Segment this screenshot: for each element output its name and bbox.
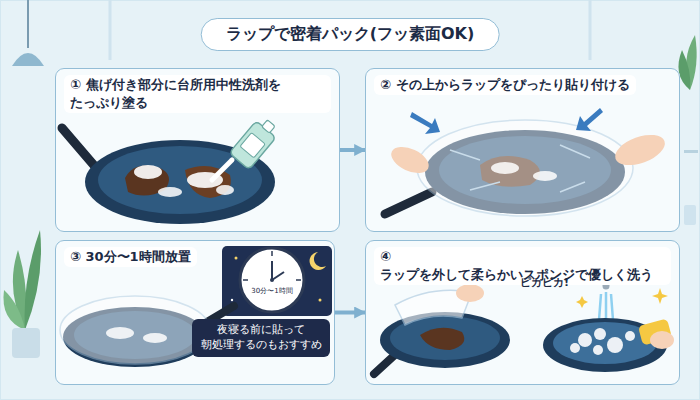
tip-text: 夜寝る前に貼って 朝処理するのもおすすめ xyxy=(199,323,323,353)
step-panel: ② その上からラップをぴったり貼り付ける xyxy=(365,68,680,232)
flow-arrow xyxy=(335,311,365,315)
detergent-bottle xyxy=(262,120,275,133)
tip-callout: 夜寝る前に貼って 朝処理するのもおすすめ xyxy=(192,319,330,357)
lamp xyxy=(12,53,44,66)
peeled-wrap xyxy=(395,284,484,325)
sponge xyxy=(638,318,674,349)
soap-bubbles xyxy=(578,333,592,347)
night-window xyxy=(319,299,322,302)
frying-pan xyxy=(62,128,275,224)
press-arrow xyxy=(410,112,440,134)
panel-fill xyxy=(365,68,680,232)
detergent-bottle xyxy=(229,121,276,170)
plastic-wrap xyxy=(60,296,210,364)
plant-left xyxy=(25,230,41,330)
hand xyxy=(387,142,433,179)
frying-pan xyxy=(420,328,464,350)
clock xyxy=(243,251,301,280)
step-heading: ② その上からラップをぴったり貼り付ける xyxy=(374,75,636,95)
soap-bubbles xyxy=(570,343,580,353)
plant-right xyxy=(684,205,696,225)
frying-pan xyxy=(374,312,510,374)
detergent-bottle xyxy=(212,115,281,180)
detergent-bottle xyxy=(240,133,265,158)
clock xyxy=(272,272,284,280)
flow-arrow xyxy=(340,148,365,152)
sparkle-text: ピカピカ! xyxy=(520,275,569,290)
detergent-foam xyxy=(216,185,234,195)
plant-left xyxy=(3,290,25,330)
peeled-wrap xyxy=(456,284,484,302)
lamp xyxy=(12,0,44,66)
clock xyxy=(240,248,304,312)
frying-pan xyxy=(62,128,98,170)
step-panel: ① 焦げ付き部分に台所用中性洗剤を たっぷり塗る xyxy=(55,68,340,232)
detergent-foam xyxy=(134,165,162,179)
plant-left xyxy=(12,328,40,358)
soap-bubbles xyxy=(594,328,606,340)
soap-bubbles xyxy=(625,331,635,341)
plant-left xyxy=(3,230,41,358)
plastic-wrap xyxy=(450,145,590,192)
plastic-wrap xyxy=(417,120,633,216)
plastic-wrap xyxy=(417,120,633,216)
detergent-bottle xyxy=(212,160,232,180)
faucet xyxy=(599,292,613,322)
detergent-bottle xyxy=(229,115,281,170)
title-text: ラップで密着パック(フッ素面OK) xyxy=(201,18,500,51)
clock xyxy=(271,251,273,256)
panel-fill xyxy=(55,240,335,385)
clock xyxy=(270,278,274,282)
panel-fill xyxy=(365,240,680,385)
press-arrow xyxy=(410,108,603,134)
clock xyxy=(271,261,273,280)
detergent-foam xyxy=(158,187,182,197)
background xyxy=(589,0,592,60)
hand xyxy=(387,129,669,179)
panel-fill xyxy=(55,68,340,232)
soap-bubbles xyxy=(607,337,623,353)
night-window xyxy=(222,246,332,316)
night-window xyxy=(235,257,238,260)
background xyxy=(109,0,112,60)
frying-pan xyxy=(380,312,510,368)
sparkle xyxy=(652,288,668,304)
step-panel: ④ ラップを外して柔らかいスポンジで優しく洗う xyxy=(365,240,680,385)
plant-right xyxy=(684,150,698,153)
burn-stain xyxy=(125,166,231,198)
soap-bubbles xyxy=(570,328,635,355)
clock xyxy=(296,279,301,281)
frying-pan xyxy=(385,192,432,214)
lamp xyxy=(27,0,29,48)
panel-fill xyxy=(55,68,680,385)
step-heading: ③ 30分〜1時間放置 xyxy=(64,247,197,267)
night-window xyxy=(310,252,326,270)
soap-bubbles xyxy=(593,345,603,355)
night-window xyxy=(222,246,332,316)
plastic-wrap xyxy=(60,296,210,364)
night-window xyxy=(231,299,233,301)
plant-right xyxy=(678,50,690,90)
clock xyxy=(240,248,304,312)
hand xyxy=(611,129,669,171)
sparkle xyxy=(576,296,588,308)
step-heading: ① 焦げ付き部分に台所用中性洗剤を たっぷり塗る xyxy=(64,75,331,113)
clock xyxy=(243,279,248,281)
press-arrow xyxy=(576,108,603,131)
clock-label: 30分〜1時間 xyxy=(240,286,304,296)
step-panel: ③ 30分〜1時間放置夜寝る前に貼って 朝処理するのもおすすめ xyxy=(55,240,335,385)
sponge xyxy=(650,331,674,349)
plant-right xyxy=(678,35,698,225)
